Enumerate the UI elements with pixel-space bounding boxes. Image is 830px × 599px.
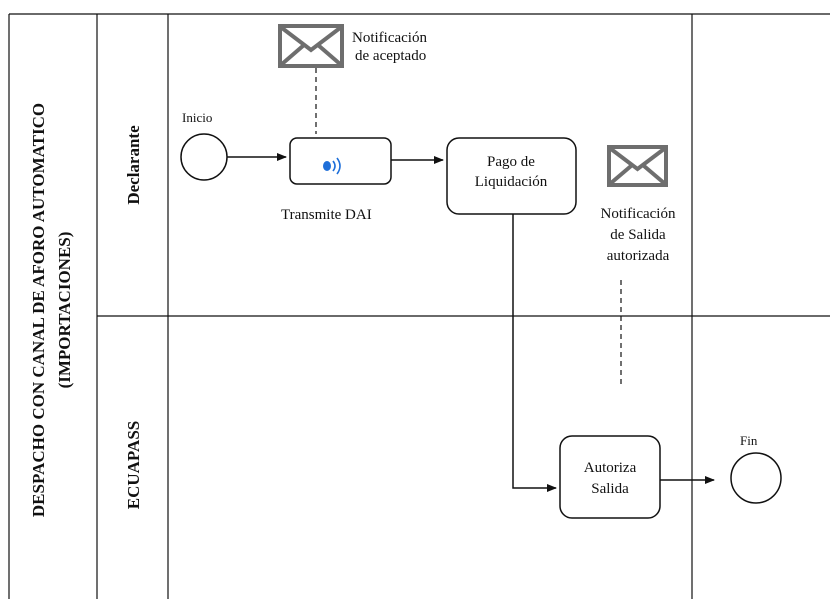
task-pago-liquidacion xyxy=(446,137,577,215)
envelope-icon xyxy=(607,145,668,187)
task-pago-line2: Liquidación xyxy=(475,174,548,190)
task-autoriza-salida xyxy=(559,435,661,519)
pool-frame xyxy=(8,13,830,599)
lane-label-ecuapass: ECUAPASS xyxy=(124,421,143,509)
pool-subtitle: (IMPORTACIONES) xyxy=(55,232,74,389)
task-pago-line1: Pago de xyxy=(487,154,535,170)
lane-label-declarante: Declarante xyxy=(124,125,143,205)
end-event xyxy=(730,452,782,504)
message-salida-line3: autorizada xyxy=(607,248,670,264)
start-event-label: Inicio xyxy=(182,110,212,125)
pool-title: DESPACHO CON CANAL DE AFORO AUTOMATICO xyxy=(29,103,48,517)
task-autoriza-line2: Salida xyxy=(591,481,629,497)
task-transmite-dai xyxy=(289,137,392,185)
envelope-icon xyxy=(278,24,344,68)
start-event xyxy=(180,133,228,181)
send-signal-icon xyxy=(323,157,341,175)
flow-pago-to-autoriza xyxy=(512,214,557,492)
message-aceptado-line1: Notificación xyxy=(352,30,427,46)
task-autoriza-line1: Autoriza xyxy=(584,460,637,476)
end-event-label: Fin xyxy=(740,433,758,448)
message-salida-line1: Notificación xyxy=(601,206,676,222)
task-transmite-dai-label: Transmite DAI xyxy=(281,207,372,223)
message-salida-line2: de Salida xyxy=(610,227,666,243)
message-aceptado-line2: de aceptado xyxy=(355,48,426,64)
